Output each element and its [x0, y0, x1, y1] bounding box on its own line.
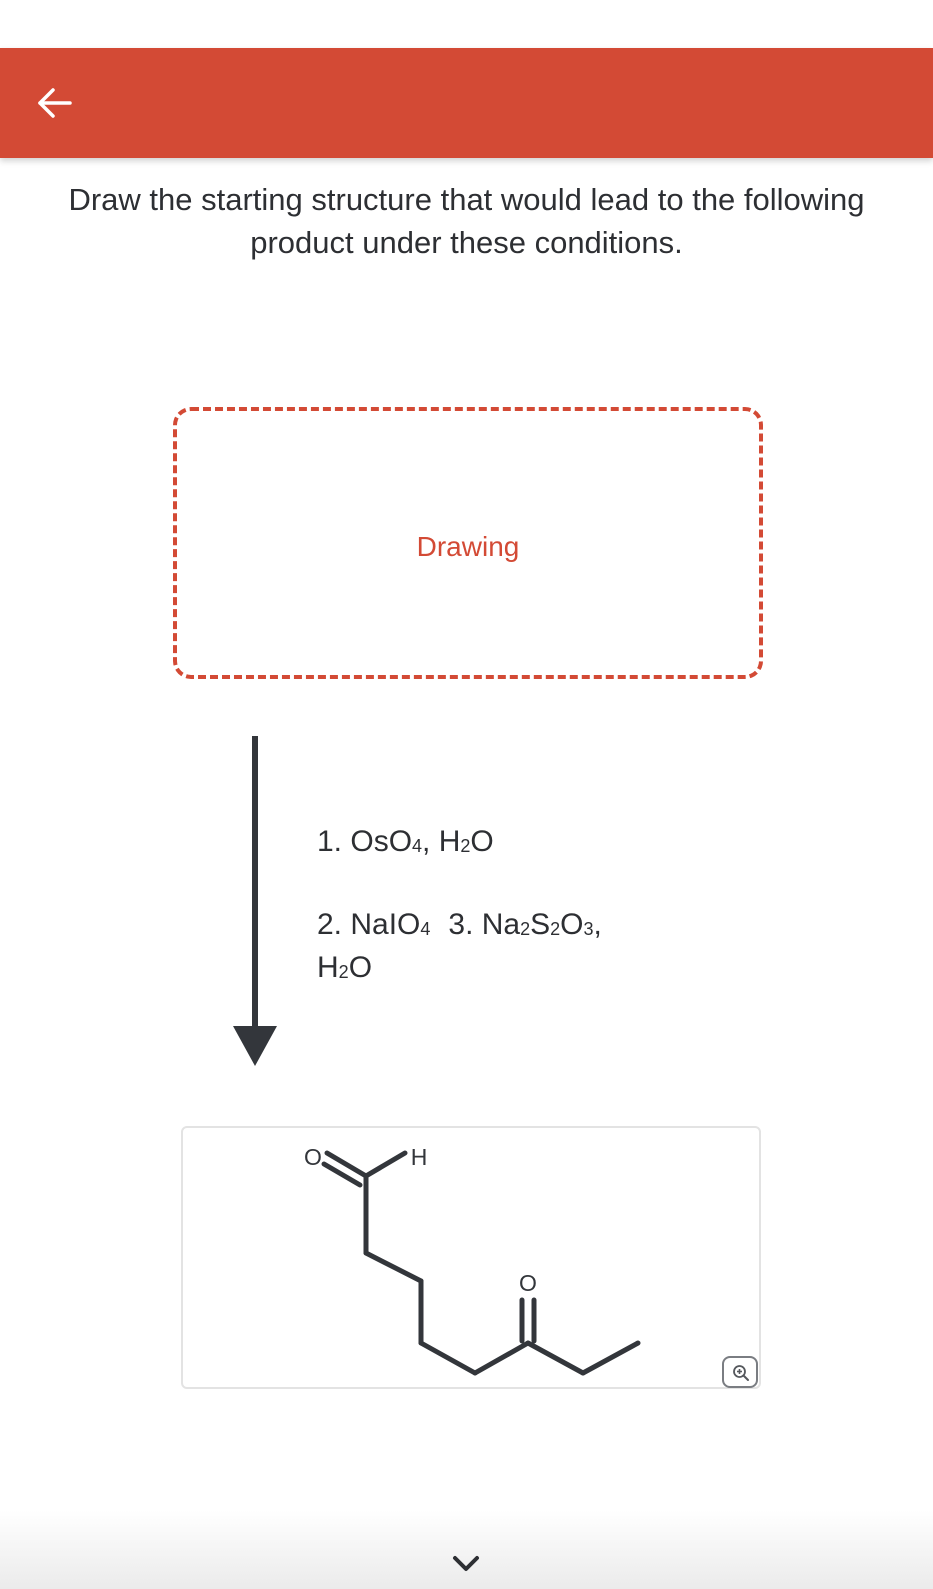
top-app-bar [0, 48, 933, 158]
product-molecule: O H O [304, 1144, 641, 1376]
back-button[interactable] [28, 80, 78, 126]
bottom-bar [0, 1510, 933, 1589]
question-prompt: Draw the starting structure that would l… [68, 182, 865, 260]
aldehyde-oxygen-label: O [304, 1144, 322, 1170]
drawing-label: Drawing [416, 531, 520, 562]
zoom-in-icon [733, 1365, 749, 1381]
drawing-area[interactable]: Drawing [173, 407, 763, 679]
product-structure-panel: O H O [181, 1126, 761, 1389]
arrow-left-icon [38, 88, 72, 118]
condition-step-1: 1. OsO4, H2O [317, 825, 494, 858]
zoom-button[interactable] [722, 1356, 758, 1388]
aldehyde-hydrogen-label: H [411, 1144, 428, 1170]
ketone-oxygen-label: O [519, 1270, 537, 1296]
next-button[interactable] [448, 1550, 484, 1578]
reaction-arrow [233, 736, 277, 1066]
chevron-down-icon [453, 1556, 479, 1571]
